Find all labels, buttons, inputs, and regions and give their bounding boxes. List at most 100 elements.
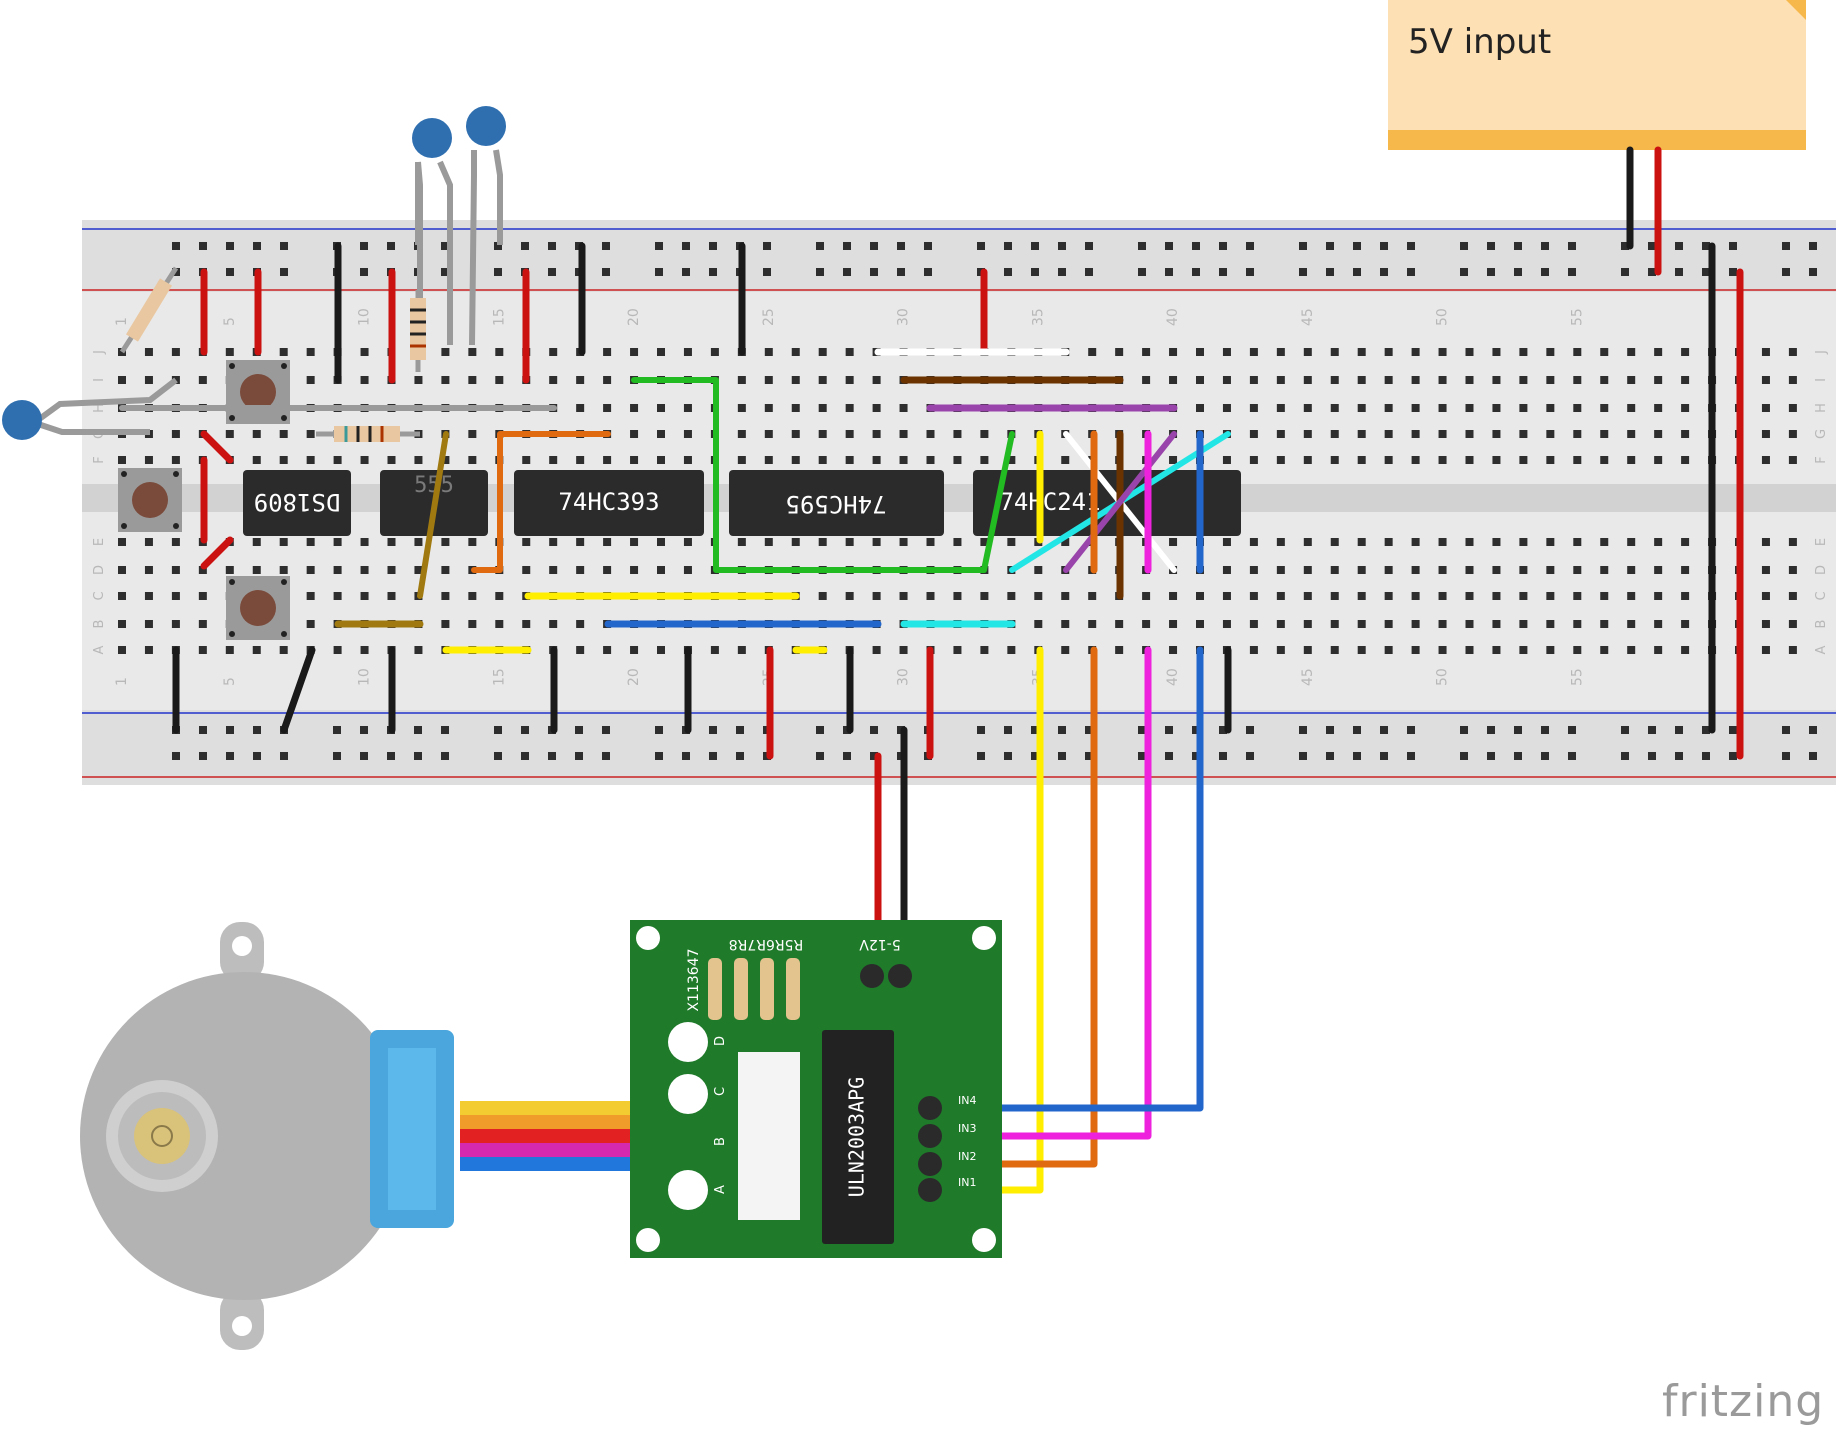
rail-hole[interactable]	[1299, 242, 1307, 250]
rail-hole[interactable]	[1675, 752, 1683, 760]
breadboard-hole[interactable]	[1681, 348, 1690, 356]
breadboard-hole[interactable]	[1222, 538, 1231, 546]
breadboard-hole[interactable]	[414, 646, 423, 654]
breadboard-hole[interactable]	[360, 592, 369, 600]
rail-hole[interactable]	[1380, 268, 1388, 276]
rail-hole[interactable]	[172, 242, 180, 250]
breadboard-hole[interactable]	[1330, 430, 1339, 438]
rail-hole[interactable]	[1541, 242, 1549, 250]
rail-hole[interactable]	[548, 268, 556, 276]
rail-hole[interactable]	[1085, 242, 1093, 250]
breadboard-hole[interactable]	[1330, 592, 1339, 600]
breadboard-hole[interactable]	[980, 592, 989, 600]
breadboard-hole[interactable]	[1249, 430, 1258, 438]
rail-hole[interactable]	[494, 268, 502, 276]
wire-orange[interactable]	[471, 431, 611, 573]
breadboard-hole[interactable]	[225, 430, 234, 438]
rail-hole[interactable]	[1460, 268, 1468, 276]
breadboard-hole[interactable]	[1384, 348, 1393, 356]
rail-hole[interactable]	[1353, 752, 1361, 760]
breadboard-hole[interactable]	[1788, 456, 1797, 464]
breadboard-hole[interactable]	[1411, 376, 1420, 384]
breadboard-hole[interactable]	[1600, 404, 1609, 412]
breadboard-hole[interactable]	[872, 456, 881, 464]
breadboard-hole[interactable]	[1573, 404, 1582, 412]
rail-hole[interactable]	[709, 268, 717, 276]
breadboard-hole[interactable]	[468, 592, 477, 600]
rail-hole[interactable]	[1246, 752, 1254, 760]
breadboard-hole[interactable]	[1357, 404, 1366, 412]
rail-hole[interactable]	[1621, 726, 1629, 734]
breadboard-hole[interactable]	[1519, 538, 1528, 546]
breadboard-hole[interactable]	[1061, 620, 1070, 628]
breadboard-hole[interactable]	[252, 456, 261, 464]
breadboard-hole[interactable]	[118, 620, 126, 628]
wire-red[interactable]	[200, 430, 234, 464]
breadboard-hole[interactable]	[1519, 430, 1528, 438]
capacitor-2[interactable]	[466, 106, 506, 346]
breadboard-hole[interactable]	[1303, 456, 1312, 464]
breadboard-hole[interactable]	[1276, 620, 1285, 628]
breadboard-hole[interactable]	[926, 430, 935, 438]
breadboard-hole[interactable]	[1546, 404, 1555, 412]
breadboard-hole[interactable]	[657, 348, 665, 356]
rail-hole[interactable]	[226, 242, 234, 250]
breadboard-hole[interactable]	[279, 348, 288, 356]
breadboard-hole[interactable]	[171, 592, 180, 600]
breadboard-hole[interactable]	[1411, 404, 1420, 412]
rail-hole[interactable]	[602, 752, 610, 760]
breadboard-hole[interactable]	[1492, 456, 1501, 464]
breadboard-hole[interactable]	[1303, 538, 1312, 546]
breadboard-hole[interactable]	[818, 592, 827, 600]
rail-hole[interactable]	[1380, 752, 1388, 760]
rail-hole[interactable]	[870, 752, 878, 760]
breadboard-hole[interactable]	[144, 538, 153, 546]
chip-74hc393[interactable]: 74HC393	[514, 470, 704, 536]
input-note[interactable]	[1388, 0, 1806, 150]
rail-hole[interactable]	[1246, 242, 1254, 250]
breadboard-hole[interactable]	[1761, 620, 1770, 628]
breadboard-hole[interactable]	[414, 538, 423, 546]
breadboard-hole[interactable]	[1465, 404, 1474, 412]
rail-hole[interactable]	[736, 726, 744, 734]
breadboard-hole[interactable]	[1761, 430, 1770, 438]
breadboard-hole[interactable]	[225, 348, 234, 356]
breadboard-hole[interactable]	[1546, 538, 1555, 546]
breadboard-hole[interactable]	[495, 592, 504, 600]
rail-hole[interactable]	[1487, 242, 1495, 250]
breadboard-hole[interactable]	[1007, 646, 1016, 654]
breadboard-hole[interactable]	[1249, 646, 1258, 654]
breadboard-hole[interactable]	[576, 538, 585, 546]
rail-hole[interactable]	[1353, 242, 1361, 250]
breadboard-hole[interactable]	[1761, 592, 1770, 600]
breadboard-hole[interactable]	[414, 376, 423, 384]
breadboard-hole[interactable]	[630, 538, 639, 546]
rail-hole[interactable]	[1165, 726, 1173, 734]
breadboard-hole[interactable]	[522, 566, 531, 574]
breadboard-hole[interactable]	[737, 404, 746, 412]
breadboard-hole[interactable]	[1061, 646, 1070, 654]
breadboard-hole[interactable]	[387, 538, 396, 546]
breadboard-hole[interactable]	[1330, 404, 1339, 412]
breadboard-hole[interactable]	[1115, 348, 1124, 356]
breadboard-hole[interactable]	[1411, 348, 1420, 356]
breadboard-hole[interactable]	[980, 538, 989, 546]
breadboard-hole[interactable]	[1492, 538, 1501, 546]
rail-hole[interactable]	[1809, 242, 1817, 250]
rail-hole[interactable]	[575, 726, 583, 734]
breadboard-hole[interactable]	[1465, 620, 1474, 628]
rail-hole[interactable]	[924, 242, 932, 250]
rail-hole[interactable]	[602, 726, 610, 734]
rail-hole[interactable]	[1031, 268, 1039, 276]
rail-hole[interactable]	[414, 752, 422, 760]
breadboard-hole[interactable]	[1519, 592, 1528, 600]
breadboard-hole[interactable]	[1411, 646, 1420, 654]
breadboard-hole[interactable]	[1276, 404, 1285, 412]
breadboard-hole[interactable]	[818, 538, 827, 546]
breadboard-hole[interactable]	[1681, 430, 1690, 438]
breadboard-hole[interactable]	[737, 538, 746, 546]
breadboard-hole[interactable]	[683, 456, 692, 464]
breadboard-hole[interactable]	[576, 456, 585, 464]
breadboard-hole[interactable]	[306, 620, 315, 628]
breadboard-hole[interactable]	[1600, 456, 1609, 464]
